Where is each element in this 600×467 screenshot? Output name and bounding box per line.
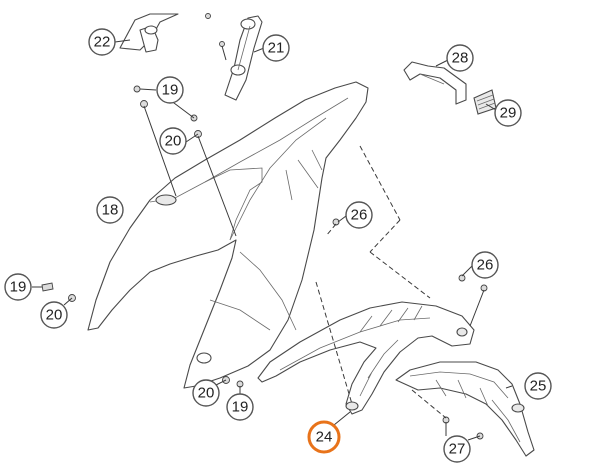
callout-19-left-label: 19: [10, 279, 27, 296]
callout-18[interactable]: 18: [96, 196, 124, 224]
callout-22[interactable]: 22: [88, 28, 116, 56]
callout-28[interactable]: 28: [446, 44, 474, 72]
callout-27[interactable]: 27: [443, 435, 471, 463]
callout-18-label: 18: [102, 202, 119, 219]
callout-20-bottom-label: 20: [198, 385, 215, 402]
callout-19-left[interactable]: 19: [4, 273, 32, 301]
callout-19-top-label: 19: [162, 82, 179, 99]
callout-21-label: 21: [268, 40, 285, 57]
part-22-bracket: [119, 13, 211, 53]
callout-20-top-label: 20: [165, 133, 182, 150]
callout-25-label: 25: [530, 378, 547, 395]
callout-20-left-label: 20: [46, 307, 63, 324]
callout-21[interactable]: 21: [262, 34, 290, 62]
callout-20-left[interactable]: 20: [40, 301, 68, 329]
part-29-reflector: [473, 89, 497, 115]
callout-19-top[interactable]: 19: [156, 76, 184, 104]
callout-29[interactable]: 29: [494, 99, 522, 127]
callout-20-bottom[interactable]: 20: [192, 379, 220, 407]
callout-22-label: 22: [94, 34, 111, 51]
callout-19-bottom-label: 19: [232, 399, 249, 416]
callout-25[interactable]: 25: [524, 372, 552, 400]
callout-24-highlighted[interactable]: 24: [307, 420, 341, 454]
leader-lines: [32, 39, 513, 441]
callout-26-middle[interactable]: 26: [345, 201, 373, 229]
callout-19-bottom[interactable]: 19: [226, 393, 254, 421]
part-21-handle: [219, 15, 263, 101]
part-24-bracket: [257, 301, 475, 415]
callout-20-top[interactable]: 20: [159, 127, 187, 155]
part-25-tail-light: [395, 361, 535, 457]
callout-29-label: 29: [500, 105, 517, 122]
callout-26-middle-label: 26: [351, 207, 368, 224]
callout-27-label: 27: [449, 441, 466, 458]
callout-24-label: 24: [316, 429, 333, 446]
callout-28-label: 28: [452, 50, 469, 67]
part-28-bracket: [403, 61, 467, 105]
part-18-rear-fender: [87, 81, 369, 389]
callout-26-right[interactable]: 26: [471, 251, 499, 279]
callout-26-right-label: 26: [477, 257, 494, 274]
